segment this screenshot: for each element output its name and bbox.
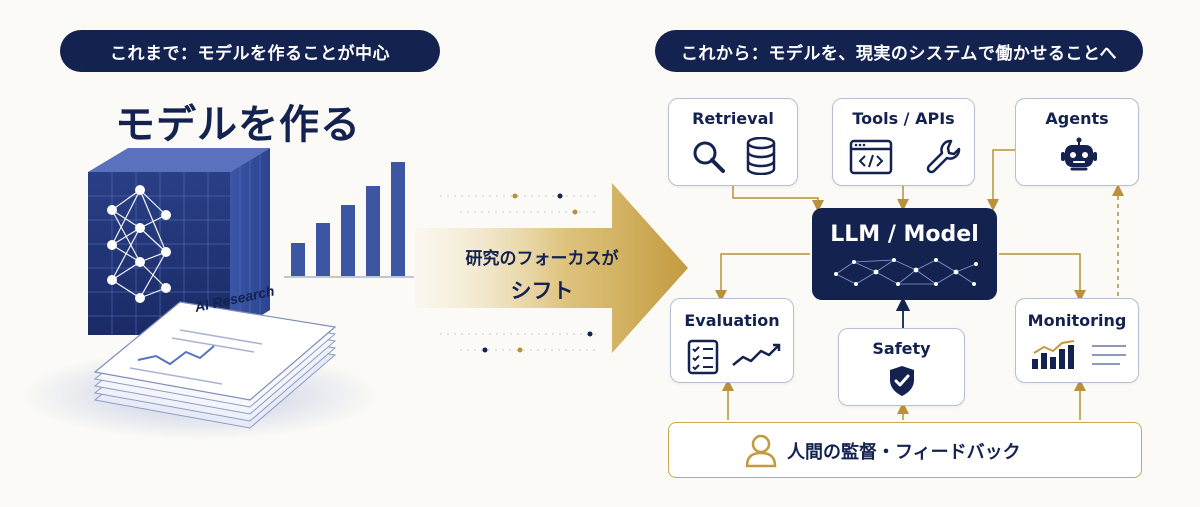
- evaluation-label: Evaluation: [684, 311, 780, 330]
- evaluation-box: Evaluation: [670, 298, 794, 383]
- focus-shift-arrow: [415, 183, 688, 353]
- wrench-icon: [926, 139, 961, 174]
- person-icon: [745, 434, 777, 468]
- shield-check-icon: [890, 366, 914, 396]
- header-pill-before: これまで：モデルを作ることが中心: [60, 30, 440, 72]
- code-window-icon: [849, 139, 893, 175]
- llm-model-box: LLM / Model: [812, 208, 997, 300]
- human-feedback-label: 人間の監督・フィードバック: [787, 442, 1021, 463]
- search-icon: [693, 141, 725, 173]
- robot-icon: [1061, 137, 1097, 171]
- retrieval-box: Retrieval: [668, 98, 798, 186]
- connector-retrieval-model: [732, 186, 824, 212]
- llm-model-label: LLM / Model: [830, 222, 979, 247]
- research-bar-chart-icon: [284, 162, 414, 278]
- list-lines-icon: [1092, 345, 1126, 365]
- monitoring-label: Monitoring: [1027, 311, 1127, 330]
- header-pill-after: これから：モデルを、現実のシステムで働かせることへ: [655, 30, 1143, 72]
- connector-model-evaluation: [715, 253, 810, 302]
- motion-lines: [440, 195, 600, 351]
- agents-box: Agents: [1015, 98, 1139, 186]
- tools-box: Tools / APIs: [832, 98, 975, 186]
- tools-label: Tools / APIs: [852, 109, 955, 128]
- connector-model-monitoring: [999, 253, 1086, 302]
- checklist-icon: [687, 339, 719, 375]
- network-icon: [834, 258, 978, 286]
- retrieval-label: Retrieval: [692, 109, 774, 128]
- bar-chart-icon: [1032, 340, 1075, 369]
- page-title: モデルを作る: [115, 102, 361, 148]
- shift-text-line1: 研究のフォーカスが: [465, 249, 619, 269]
- trend-line-icon: [732, 343, 781, 366]
- safety-box: Safety: [838, 328, 965, 406]
- shift-text-line2: シフト: [510, 279, 574, 303]
- research-paper-stack-icon: [93, 301, 337, 429]
- agents-label: Agents: [1045, 109, 1109, 128]
- human-feedback-box: 人間の監督・フィードバック: [668, 422, 1142, 478]
- safety-label: Safety: [872, 339, 931, 358]
- database-icon: [746, 137, 776, 175]
- monitoring-box: Monitoring: [1015, 298, 1139, 383]
